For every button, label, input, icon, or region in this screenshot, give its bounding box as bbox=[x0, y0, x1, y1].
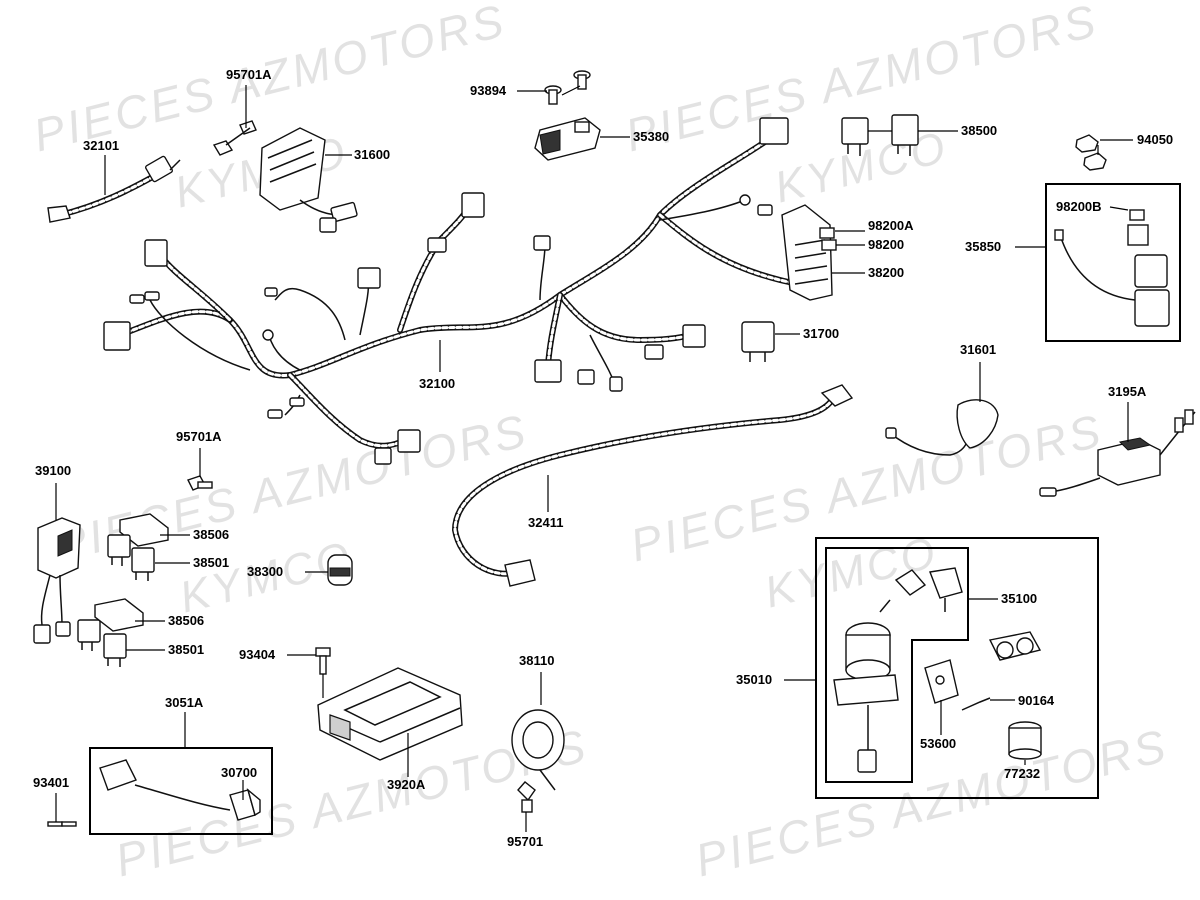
part-label-38506-lower: 38506 bbox=[168, 613, 205, 628]
part-label-35100: 35100 bbox=[1001, 591, 1038, 606]
part-label-31601: 31601 bbox=[960, 342, 997, 357]
part-label-98200: 98200 bbox=[868, 237, 905, 252]
part-label-38501-upper: 38501 bbox=[193, 555, 230, 570]
part-label-53600: 53600 bbox=[920, 736, 957, 751]
part-label-38501-lower: 38501 bbox=[168, 642, 205, 657]
module-39100 bbox=[33, 517, 81, 644]
part-label-95701A-mid: 95701A bbox=[176, 429, 222, 444]
relay-set-lower bbox=[77, 598, 144, 667]
part-label-3920A: 3920A bbox=[387, 777, 426, 792]
part-label-93401: 93401 bbox=[33, 775, 70, 790]
harness-32101 bbox=[47, 155, 181, 223]
part-label-38300: 38300 bbox=[247, 564, 284, 579]
part-label-38200: 38200 bbox=[868, 265, 905, 280]
part-label-32100: 32100 bbox=[419, 376, 456, 391]
part-label-32101: 32101 bbox=[83, 138, 120, 153]
fuse-box-38200 bbox=[781, 204, 837, 301]
part-label-93894: 93894 bbox=[470, 83, 507, 98]
part-label-32411: 32411 bbox=[528, 515, 564, 530]
relays-38500 bbox=[841, 114, 919, 156]
leader-lines bbox=[55, 85, 1133, 832]
part-label-39100: 39100 bbox=[35, 463, 72, 478]
part-label-38506-upper: 38506 bbox=[193, 527, 230, 542]
bolt-95701A bbox=[187, 475, 213, 491]
part-label-35010: 35010 bbox=[736, 672, 773, 687]
lock-53600 bbox=[924, 659, 959, 704]
cable-31601 bbox=[885, 399, 999, 456]
part-label-38110: 38110 bbox=[519, 653, 555, 668]
relay-31700 bbox=[741, 321, 775, 362]
sensor-35380 bbox=[534, 117, 601, 161]
part-label-31700: 31700 bbox=[803, 326, 840, 341]
part-label-98200A: 98200A bbox=[868, 218, 914, 233]
part-label-90164: 90164 bbox=[1018, 693, 1055, 708]
part-label-30700: 30700 bbox=[221, 765, 258, 780]
cdi-3195A bbox=[1039, 409, 1196, 497]
key-switch-35100 bbox=[833, 567, 963, 773]
cable-32411 bbox=[452, 384, 854, 587]
screws-93401 bbox=[47, 821, 77, 827]
part-label-38500: 38500 bbox=[961, 123, 998, 138]
ecu-3920A bbox=[317, 667, 463, 761]
screws-93894 bbox=[544, 70, 591, 105]
sensor-30700 bbox=[99, 759, 261, 821]
part-label-95701: 95701 bbox=[507, 834, 544, 849]
box-3051A bbox=[89, 747, 273, 835]
part-label-35380: 35380 bbox=[633, 129, 670, 144]
part-label-98200B: 98200B bbox=[1056, 199, 1102, 214]
part-label-95701A: 95701A bbox=[226, 67, 272, 82]
main-harness-32100 bbox=[103, 117, 818, 465]
bolt-93404 bbox=[315, 647, 331, 675]
part-label-35850: 35850 bbox=[965, 239, 1002, 254]
box-35850 bbox=[1045, 183, 1181, 342]
cylinder-77232 bbox=[1008, 721, 1042, 760]
part-label-94050: 94050 bbox=[1137, 132, 1174, 147]
horn-38110 bbox=[511, 709, 565, 813]
starter-relay-35850 bbox=[1054, 209, 1170, 327]
flasher-38300 bbox=[327, 554, 353, 586]
seat-lock-90164 bbox=[961, 631, 1042, 711]
part-label-77232: 77232 bbox=[1004, 766, 1041, 781]
part-label-3195A: 3195A bbox=[1108, 384, 1147, 399]
part-label-3051A: 3051A bbox=[165, 695, 204, 710]
box-35100 bbox=[825, 547, 969, 783]
part-label-93404: 93404 bbox=[239, 647, 276, 662]
part-label-31600: 31600 bbox=[354, 147, 391, 162]
relay-set-upper bbox=[107, 513, 169, 581]
regulator-31600 bbox=[212, 120, 358, 233]
box-35010 bbox=[815, 537, 1099, 799]
